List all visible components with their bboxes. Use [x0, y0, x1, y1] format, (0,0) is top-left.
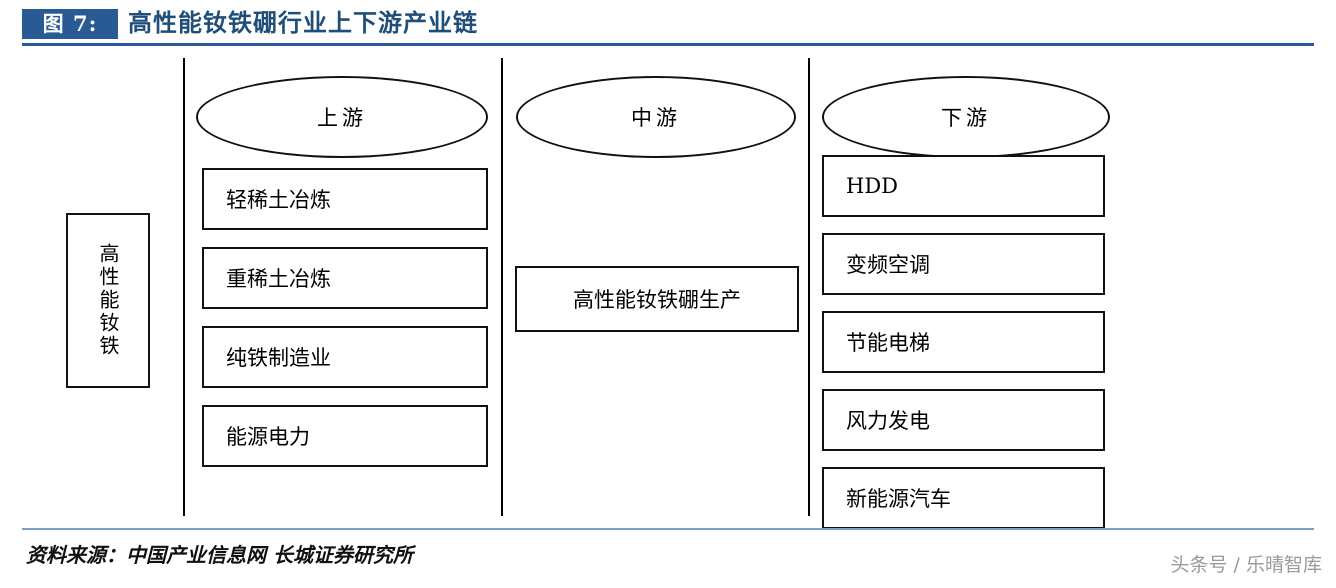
figure-title: 高性能钕铁硼行业上下游产业链	[128, 8, 478, 37]
upstream-item-0: 轻稀土冶炼	[202, 168, 488, 230]
downstream-item-3: 风力发电	[822, 389, 1105, 451]
column-separator-upstream	[183, 58, 185, 516]
downstream-item-4: 新能源汽车	[822, 467, 1105, 529]
stage-head-midstream: 中游	[516, 76, 796, 158]
footer-divider	[22, 528, 1314, 530]
root-node-box: 高性能钕铁	[66, 213, 150, 388]
figure-header: 图 7: 高性能钕铁硼行业上下游产业链	[0, 0, 1336, 48]
upstream-item-1: 重稀土冶炼	[202, 247, 488, 309]
industry-chain-diagram: 高性能钕铁 上游 中游 下游 轻稀土冶炼 重稀土冶炼 纯铁制造业 能源电力 高性…	[0, 48, 1336, 529]
downstream-item-0: HDD	[822, 155, 1105, 217]
column-separator-midstream	[501, 58, 503, 516]
downstream-item-2: 节能电梯	[822, 311, 1105, 373]
root-node-label: 高性能钕铁	[96, 243, 120, 358]
watermark-label: 头条号 / 乐晴智库	[1170, 554, 1322, 576]
downstream-item-1: 变频空调	[822, 233, 1105, 295]
stage-head-upstream: 上游	[196, 76, 488, 158]
header-divider	[22, 43, 1314, 46]
figure-number-badge: 图 7:	[22, 9, 118, 39]
column-separator-downstream	[808, 58, 810, 516]
upstream-item-3: 能源电力	[202, 405, 488, 467]
stage-head-downstream: 下游	[822, 76, 1110, 158]
source-note: 资料来源：中国产业信息网 长城证券研究所	[26, 543, 413, 567]
upstream-item-2: 纯铁制造业	[202, 326, 488, 388]
midstream-item-0: 高性能钕铁硼生产	[515, 266, 799, 332]
